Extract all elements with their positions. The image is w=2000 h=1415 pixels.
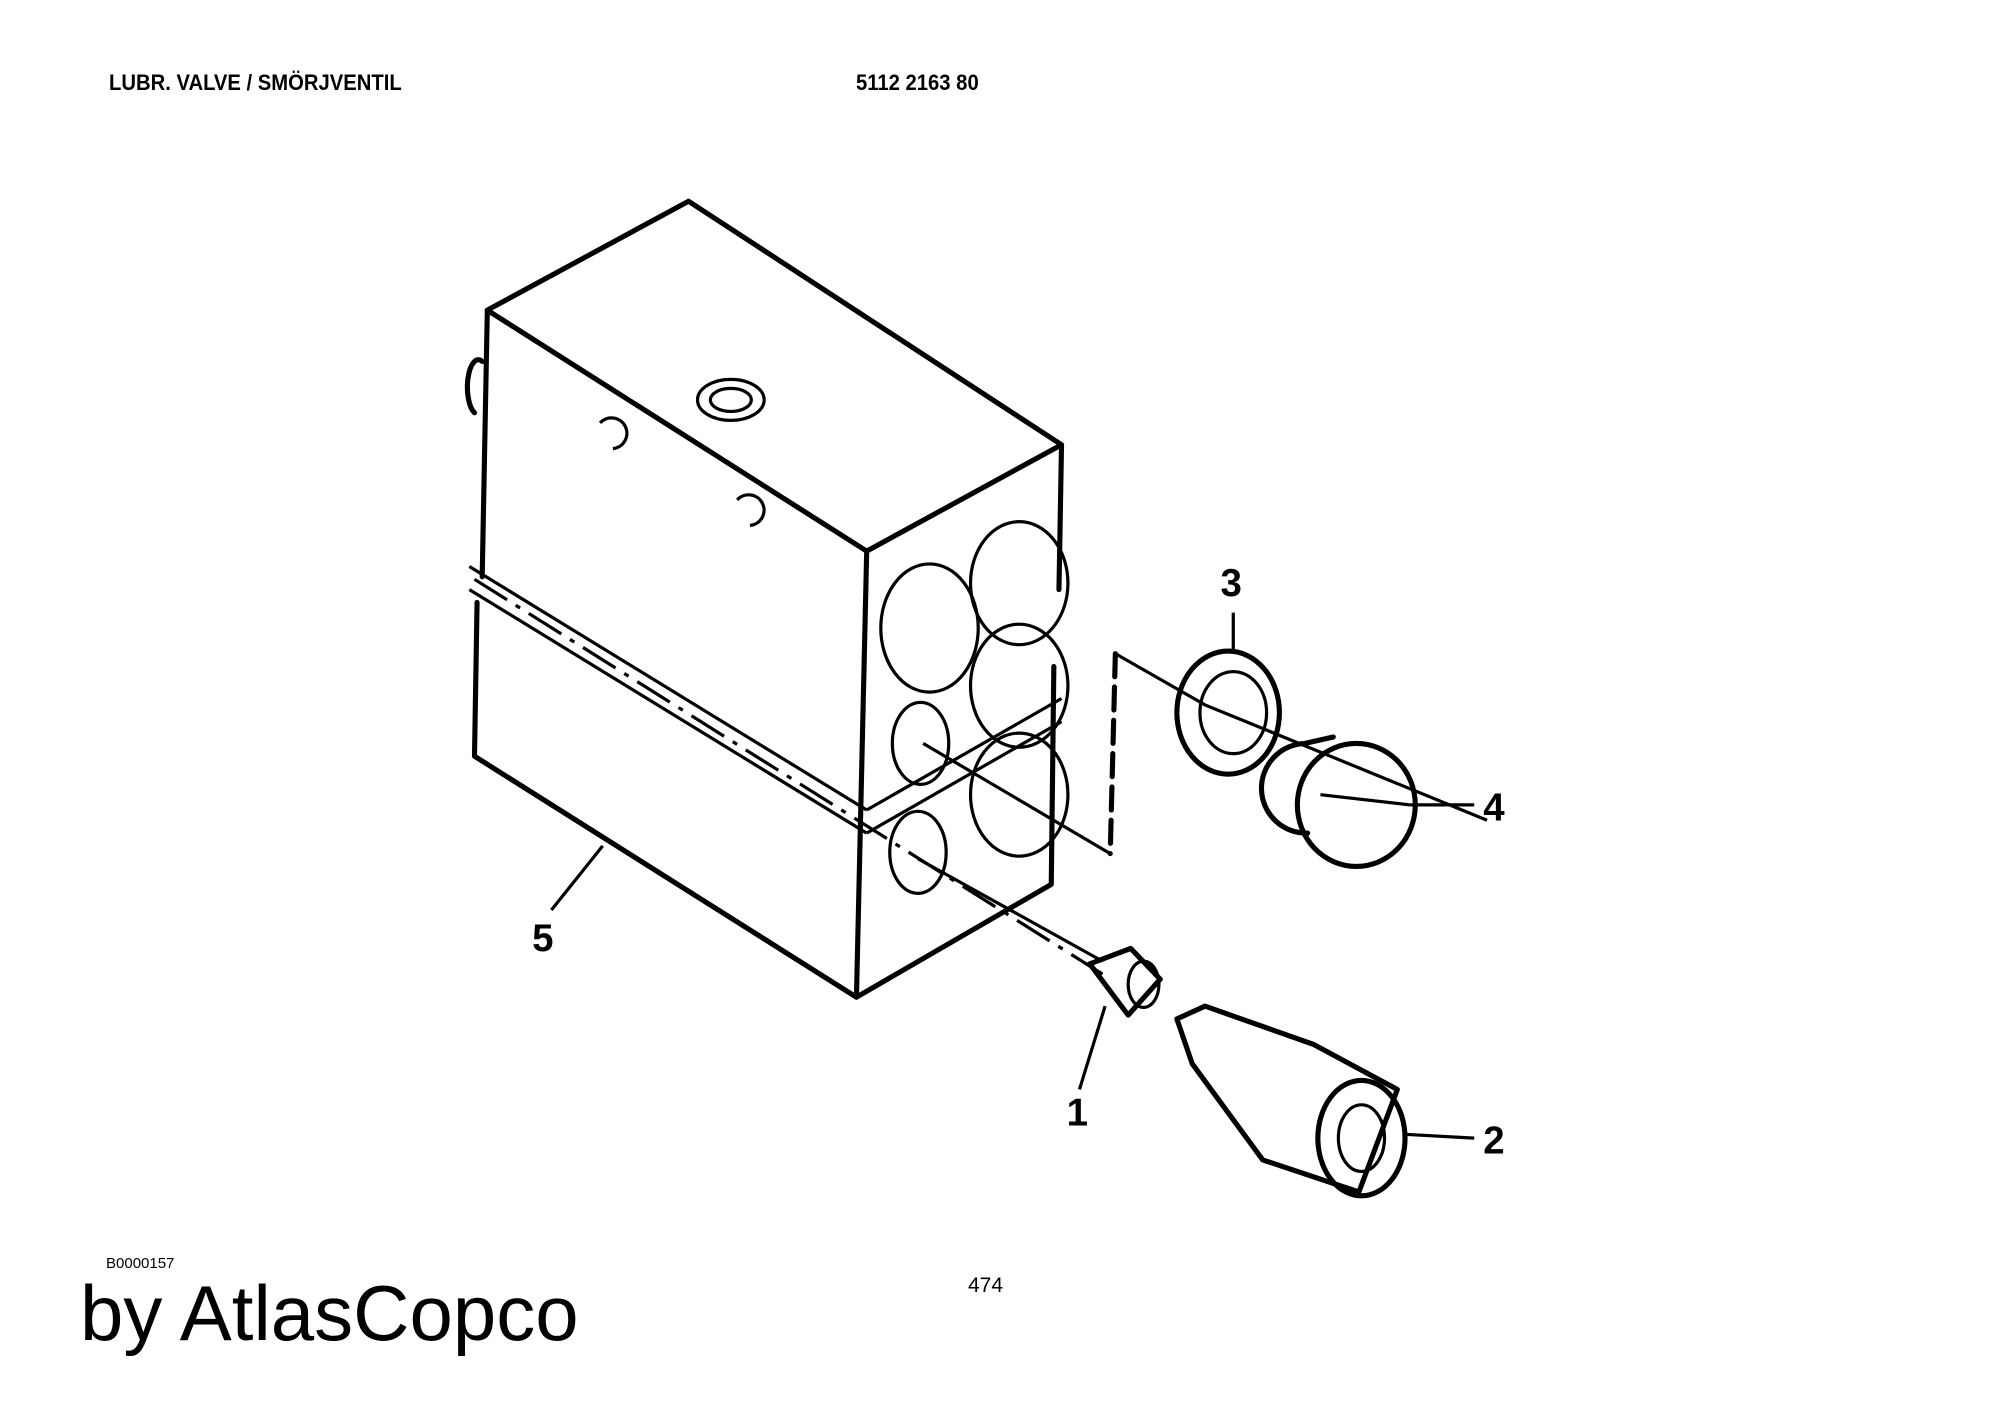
callout-1: 1 [1067,1091,1088,1134]
page-number: 474 [968,1274,1004,1297]
drawing-id: B0000157 [106,1255,175,1272]
callout-5: 5 [532,917,553,960]
cone-part-1 [1087,945,1163,1018]
fitting-part-2 [1174,1003,1408,1199]
callout-labels: 3 4 5 1 2 [532,562,1505,1163]
plug-part-4 [1258,734,1418,869]
valve-block [464,198,1104,1000]
callout-2: 2 [1483,1120,1504,1163]
brand-text: by AtlasCopco [80,1269,579,1357]
callout-3: 3 [1220,562,1241,605]
part-number: 5112 2163 80 [856,70,979,95]
callout-4: 4 [1483,786,1505,829]
drawing-title: LUBR. VALVE / SMÖRJVENTIL [109,70,402,95]
washer-part-3 [1174,648,1282,777]
